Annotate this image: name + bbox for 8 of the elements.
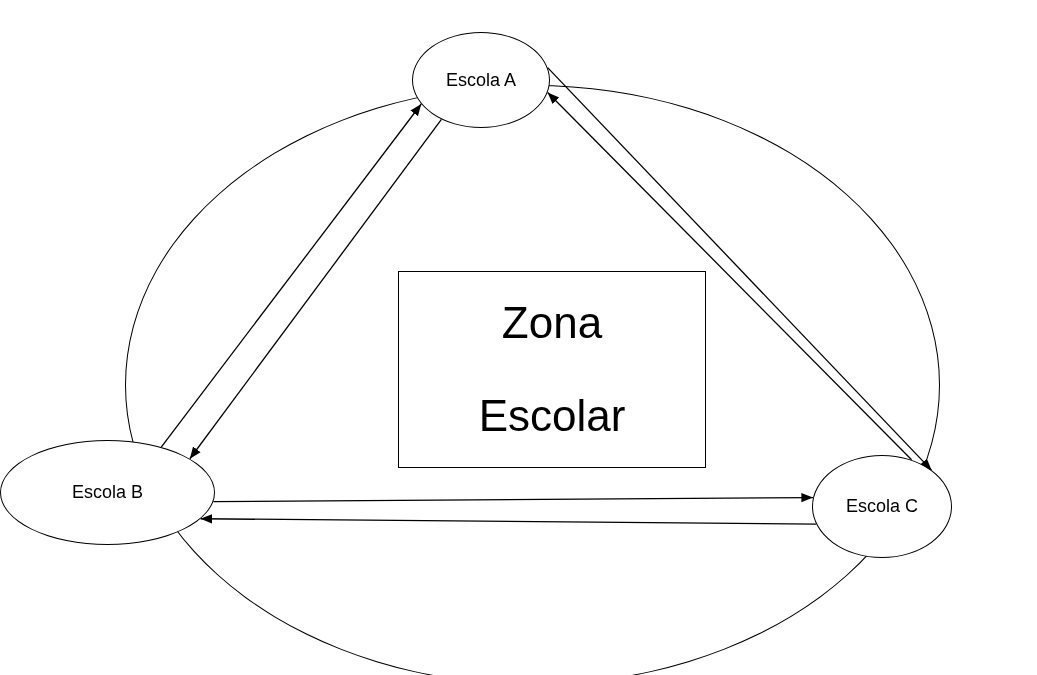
school-ellipse: Escola B (0, 440, 215, 545)
arrow (199, 514, 817, 525)
zone-box: Zona Escolar (398, 271, 706, 468)
school-ellipse: Escola A (412, 32, 550, 128)
arrow (212, 492, 814, 503)
arrow (189, 118, 443, 460)
arrow (160, 103, 422, 448)
school-ellipse: Escola C (812, 455, 952, 558)
